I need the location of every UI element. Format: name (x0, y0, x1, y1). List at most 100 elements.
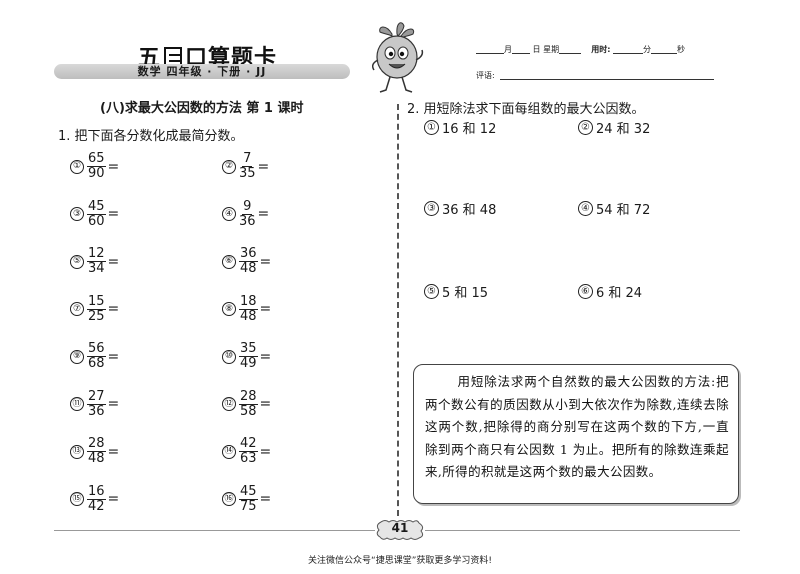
question-2-prompt: 2. 用短除法求下面每组数的最大公因数。 (407, 102, 645, 117)
denominator: 48 (88, 451, 105, 466)
numerator: 36 (239, 246, 258, 262)
equals-sign: = (259, 443, 272, 460)
equals-sign: = (107, 491, 120, 507)
equals-sign: = (107, 158, 120, 175)
item-number: ⑫ (222, 397, 236, 411)
number-pair-text: 54 和 72 (596, 203, 651, 218)
item-number: ② (222, 159, 236, 174)
item-number: ⑥ (222, 254, 236, 269)
item-number: ⑨ (70, 349, 84, 364)
number-pair-text: 36 和 48 (442, 203, 497, 218)
numerator: 9 (242, 198, 253, 215)
numerator: 15 (87, 293, 106, 310)
item-number: ④ (578, 201, 593, 216)
numerator: 28 (87, 436, 106, 452)
item-number: ① (70, 159, 84, 174)
equals-sign: = (259, 348, 272, 365)
equals-sign: = (259, 491, 272, 507)
equals-sign: = (107, 396, 120, 412)
denominator: 58 (240, 403, 257, 419)
denominator: 48 (240, 261, 257, 276)
method-tip-text: 用短除法求两个自然数的最大公因数的方法:把两个数公有的质因数从小到大依次作为除数… (425, 374, 729, 479)
equals-sign: = (107, 348, 120, 365)
question-1-prompt: 1. 把下面各分数化成最简分数。 (58, 129, 244, 144)
radish-mascot-icon (371, 22, 424, 93)
numerator: 12 (87, 246, 106, 262)
item-number: ⑯ (222, 492, 236, 506)
denominator: 60 (88, 213, 105, 229)
item-number: ⑬ (70, 444, 84, 459)
section-title: (八)求最大公因数的方法 第 1 课时 (100, 101, 304, 116)
item-number: ⑮ (70, 492, 84, 506)
page-badge-icon (376, 520, 424, 540)
equals-sign: = (107, 443, 120, 460)
item-number: ③ (70, 207, 84, 221)
numerator: 45 (87, 198, 106, 215)
denominator: 36 (88, 403, 105, 419)
denominator: 49 (240, 356, 257, 371)
numerator: 65 (87, 151, 106, 167)
item-number: ④ (222, 207, 236, 221)
equals-sign: = (259, 396, 272, 412)
footer-rule-right (425, 530, 740, 531)
equals-sign: = (107, 253, 120, 270)
footer-rule-left (54, 530, 375, 531)
item-number: ⑤ (70, 254, 84, 269)
number-pair-text: 24 和 32 (596, 122, 651, 137)
denominator: 25 (88, 308, 105, 324)
equals-sign: = (257, 206, 270, 222)
item-number: ⑩ (222, 349, 236, 364)
numerator: 56 (87, 341, 106, 357)
numerator: 35 (239, 341, 258, 357)
equals-sign: = (107, 206, 120, 222)
item-number: ⑤ (424, 284, 439, 299)
equals-sign: = (107, 301, 120, 317)
date-line: 月 日 星期 用时: 分秒 (476, 44, 685, 55)
item-number: ⑥ (578, 284, 593, 299)
item-number: ① (424, 120, 439, 135)
numerator: 45 (239, 483, 258, 500)
method-tip-box: 用短除法求两个自然数的最大公因数的方法:把两个数公有的质因数从小到大依次作为除数… (413, 364, 739, 504)
denominator: 48 (240, 308, 257, 324)
number-pair-text: 5 和 15 (442, 286, 489, 301)
review-line[interactable] (500, 79, 714, 80)
subject-bar: 数学 四年级 · 下册 · JJ (54, 64, 350, 79)
number-pair-text: 6 和 24 (596, 286, 643, 301)
item-number: ⑦ (70, 302, 84, 316)
numerator: 16 (87, 483, 106, 500)
item-number: ⑪ (70, 397, 84, 411)
item-number: ⑧ (222, 302, 236, 316)
